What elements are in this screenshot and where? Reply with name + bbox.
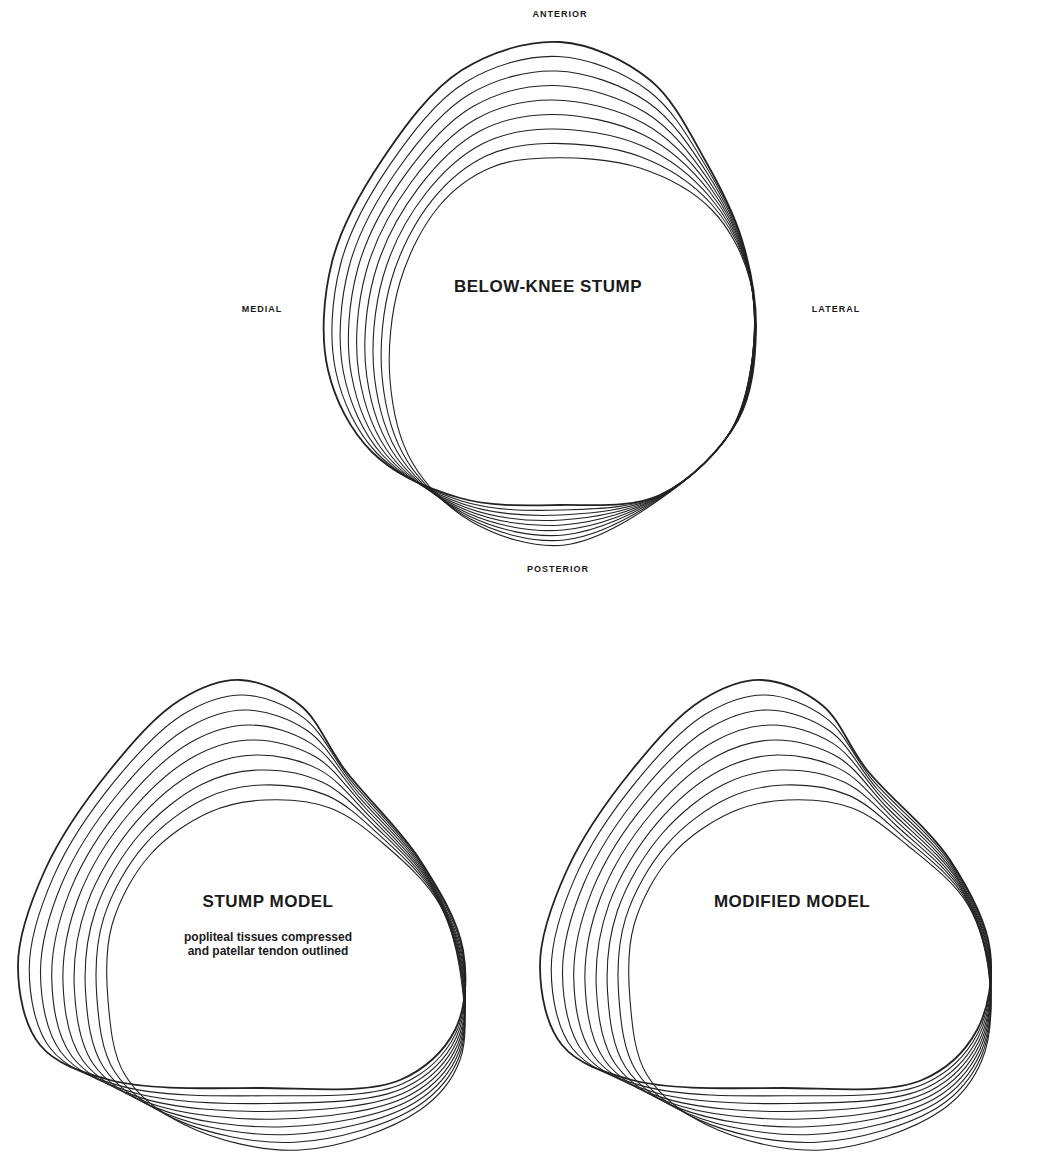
stump-contours	[18, 680, 465, 1150]
contour-line	[540, 680, 991, 1089]
orientation-label: ANTERIOR	[533, 9, 588, 19]
contour-line	[96, 785, 465, 1143]
contour-line	[348, 85, 755, 520]
stump-contours	[540, 680, 991, 1150]
figure-title: BELOW-KNEE STUMP	[454, 277, 642, 297]
contour-line	[596, 755, 991, 1127]
stump-contours	[324, 42, 756, 546]
contour-line	[629, 800, 991, 1150]
figure-title: MODIFIED MODEL	[714, 892, 870, 912]
orientation-label: POSTERIOR	[527, 564, 589, 574]
contour-line	[365, 114, 755, 530]
contour-line	[357, 100, 755, 526]
contour-line	[63, 740, 465, 1119]
contour-line	[18, 680, 465, 1089]
contour-line	[562, 710, 991, 1104]
contour-line	[74, 755, 465, 1127]
orientation-label: MEDIAL	[242, 304, 283, 314]
contour-line	[332, 56, 756, 510]
contour-line	[324, 42, 756, 506]
figure-title: STUMP MODEL	[203, 892, 334, 912]
contour-line	[585, 740, 991, 1119]
contour-line	[107, 800, 466, 1150]
contour-line	[381, 143, 755, 540]
figure-note: popliteal tissues compressed and patella…	[178, 930, 358, 959]
contour-line	[40, 710, 465, 1104]
contour-line	[85, 770, 465, 1135]
contour-line	[389, 158, 755, 546]
contour-line	[618, 785, 991, 1143]
orientation-label: LATERAL	[812, 304, 860, 314]
contour-line	[607, 770, 991, 1135]
contour-line	[340, 71, 755, 515]
